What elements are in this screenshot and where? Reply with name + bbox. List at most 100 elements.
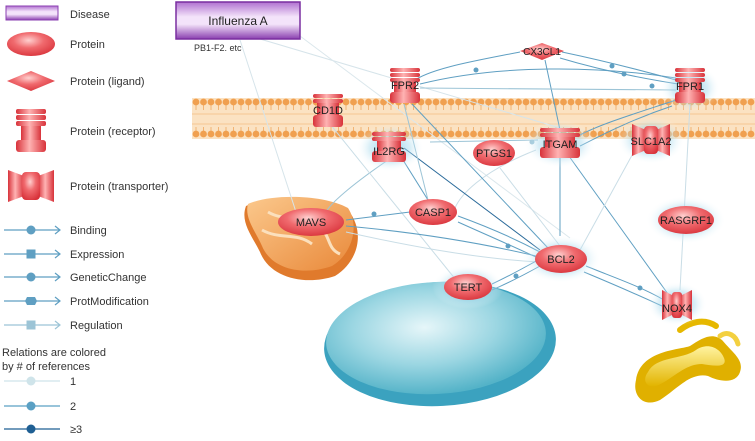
lipid-head <box>230 130 237 138</box>
lipid-head <box>462 130 470 138</box>
receptor-legend-icon <box>16 109 46 152</box>
legend-ref-2 <box>4 401 60 411</box>
lipid-head <box>260 98 267 106</box>
legend-label-ligand: Protein (ligand) <box>70 76 145 88</box>
legend-ref-1-label: 1 <box>70 376 76 388</box>
legend-label-protein: Protein <box>70 39 105 51</box>
lipid-head <box>230 98 237 106</box>
lipid-head <box>545 98 552 106</box>
lipid-head <box>312 130 320 138</box>
lipid-head <box>477 130 485 138</box>
disease-label: Influenza A <box>208 14 267 28</box>
lipid-head <box>207 130 215 138</box>
node-label-nox4: NOX4 <box>662 303 692 315</box>
disease-legend-icon <box>5 5 59 21</box>
golgi-apparatus <box>635 318 741 403</box>
protein-legend-icon <box>7 32 55 56</box>
lipid-head <box>507 98 515 106</box>
node-rasgrf1[interactable]: RASGRF1 <box>646 196 726 244</box>
lipid-head <box>297 98 305 106</box>
legend-label-disease: Disease <box>70 9 110 21</box>
node-label-casp1: CASP1 <box>415 207 451 219</box>
lipid-head <box>537 98 545 106</box>
node-fpr1[interactable]: FPR1 <box>660 64 720 112</box>
node-itgam[interactable]: ITGAM <box>524 120 596 168</box>
node-label-ptgs1: PTGS1 <box>476 148 512 160</box>
lipid-head <box>440 98 447 106</box>
lipid-head <box>717 98 725 106</box>
legend-edge-regulation <box>4 320 61 330</box>
lipid-head <box>447 130 455 138</box>
legend-label-transporter: Protein (transporter) <box>70 181 168 193</box>
lipid-head <box>215 98 222 106</box>
lipid-head <box>597 98 605 106</box>
legend-ref-1 <box>4 376 60 386</box>
node-bcl2[interactable]: BCL2 <box>521 235 601 283</box>
legend-ref-3-label: ≥3 <box>70 424 82 436</box>
legend-label-protmodification: ProtModification <box>70 296 149 308</box>
legend-label-geneticchange: GeneticChange <box>70 272 146 284</box>
node-tert[interactable]: TERT <box>432 265 504 309</box>
lipid-head <box>492 98 500 106</box>
lipid-head <box>605 98 612 106</box>
lipid-head <box>192 130 200 138</box>
node-cx3cl1[interactable]: CX3CL1 <box>520 43 564 60</box>
node-label-mavs: MAVS <box>296 217 326 229</box>
legend-refs-title-2: by # of references <box>2 361 91 373</box>
lipid-head <box>657 98 665 106</box>
lipid-head <box>192 98 200 106</box>
node-fpr2[interactable]: FPR2 <box>390 68 420 103</box>
lipid-head <box>740 98 747 106</box>
node-ptgs1[interactable]: PTGS1 <box>473 140 515 166</box>
lipid-head <box>380 98 387 106</box>
lipid-head <box>455 98 462 106</box>
lipid-head <box>710 130 717 138</box>
node-label-itgam: ITGAM <box>543 139 578 151</box>
lipid-head <box>695 130 702 138</box>
lipid-head <box>687 130 695 138</box>
node-label-rasgrf1: RASGRF1 <box>660 215 712 227</box>
legend-label-binding: Binding <box>70 225 107 237</box>
lipid-head <box>500 130 507 138</box>
node-label-il2rg: IL2RG <box>373 146 405 158</box>
lipid-head <box>635 98 642 106</box>
lipid-head <box>747 98 755 106</box>
lipid-head <box>485 98 492 106</box>
lipid-head <box>725 98 732 106</box>
lipid-head <box>612 98 620 106</box>
legend-label-expression: Expression <box>70 249 124 261</box>
lipid-head <box>702 130 710 138</box>
node-nox4[interactable]: NOX4 <box>647 282 707 326</box>
nucleus <box>324 281 556 407</box>
lipid-head <box>455 130 462 138</box>
legend-edge-expression <box>4 249 61 259</box>
lipid-head <box>290 98 297 106</box>
lipid-head <box>222 98 230 106</box>
lipid-head <box>500 98 507 106</box>
lipid-head <box>432 130 440 138</box>
node-casp1[interactable]: CASP1 <box>409 199 457 225</box>
lipid-head <box>275 130 282 138</box>
legend-label-receptor: Protein (receptor) <box>70 126 156 138</box>
lipid-head <box>282 98 290 106</box>
lipid-head <box>567 98 575 106</box>
lipid-head <box>342 98 350 106</box>
ligand-legend-icon <box>7 71 55 91</box>
lipid-head <box>747 130 755 138</box>
disease-influenza-a[interactable]: Influenza A <box>175 1 301 40</box>
node-mavs[interactable]: MAVS <box>278 208 344 236</box>
lipid-head <box>372 98 380 106</box>
lipid-head <box>575 98 582 106</box>
lipid-head <box>582 98 590 106</box>
node-il2rg[interactable]: IL2RG <box>356 124 424 172</box>
lipid-head <box>207 98 215 106</box>
transporter-legend-icon <box>8 170 54 202</box>
lipid-head <box>725 130 732 138</box>
node-cd1d[interactable]: CD1D <box>313 94 343 127</box>
node-label-cx3cl1: CX3CL1 <box>523 47 561 58</box>
lipid-head <box>470 130 477 138</box>
lipid-head <box>267 98 275 106</box>
node-slc1a2[interactable]: SLC1A2 <box>617 116 685 164</box>
